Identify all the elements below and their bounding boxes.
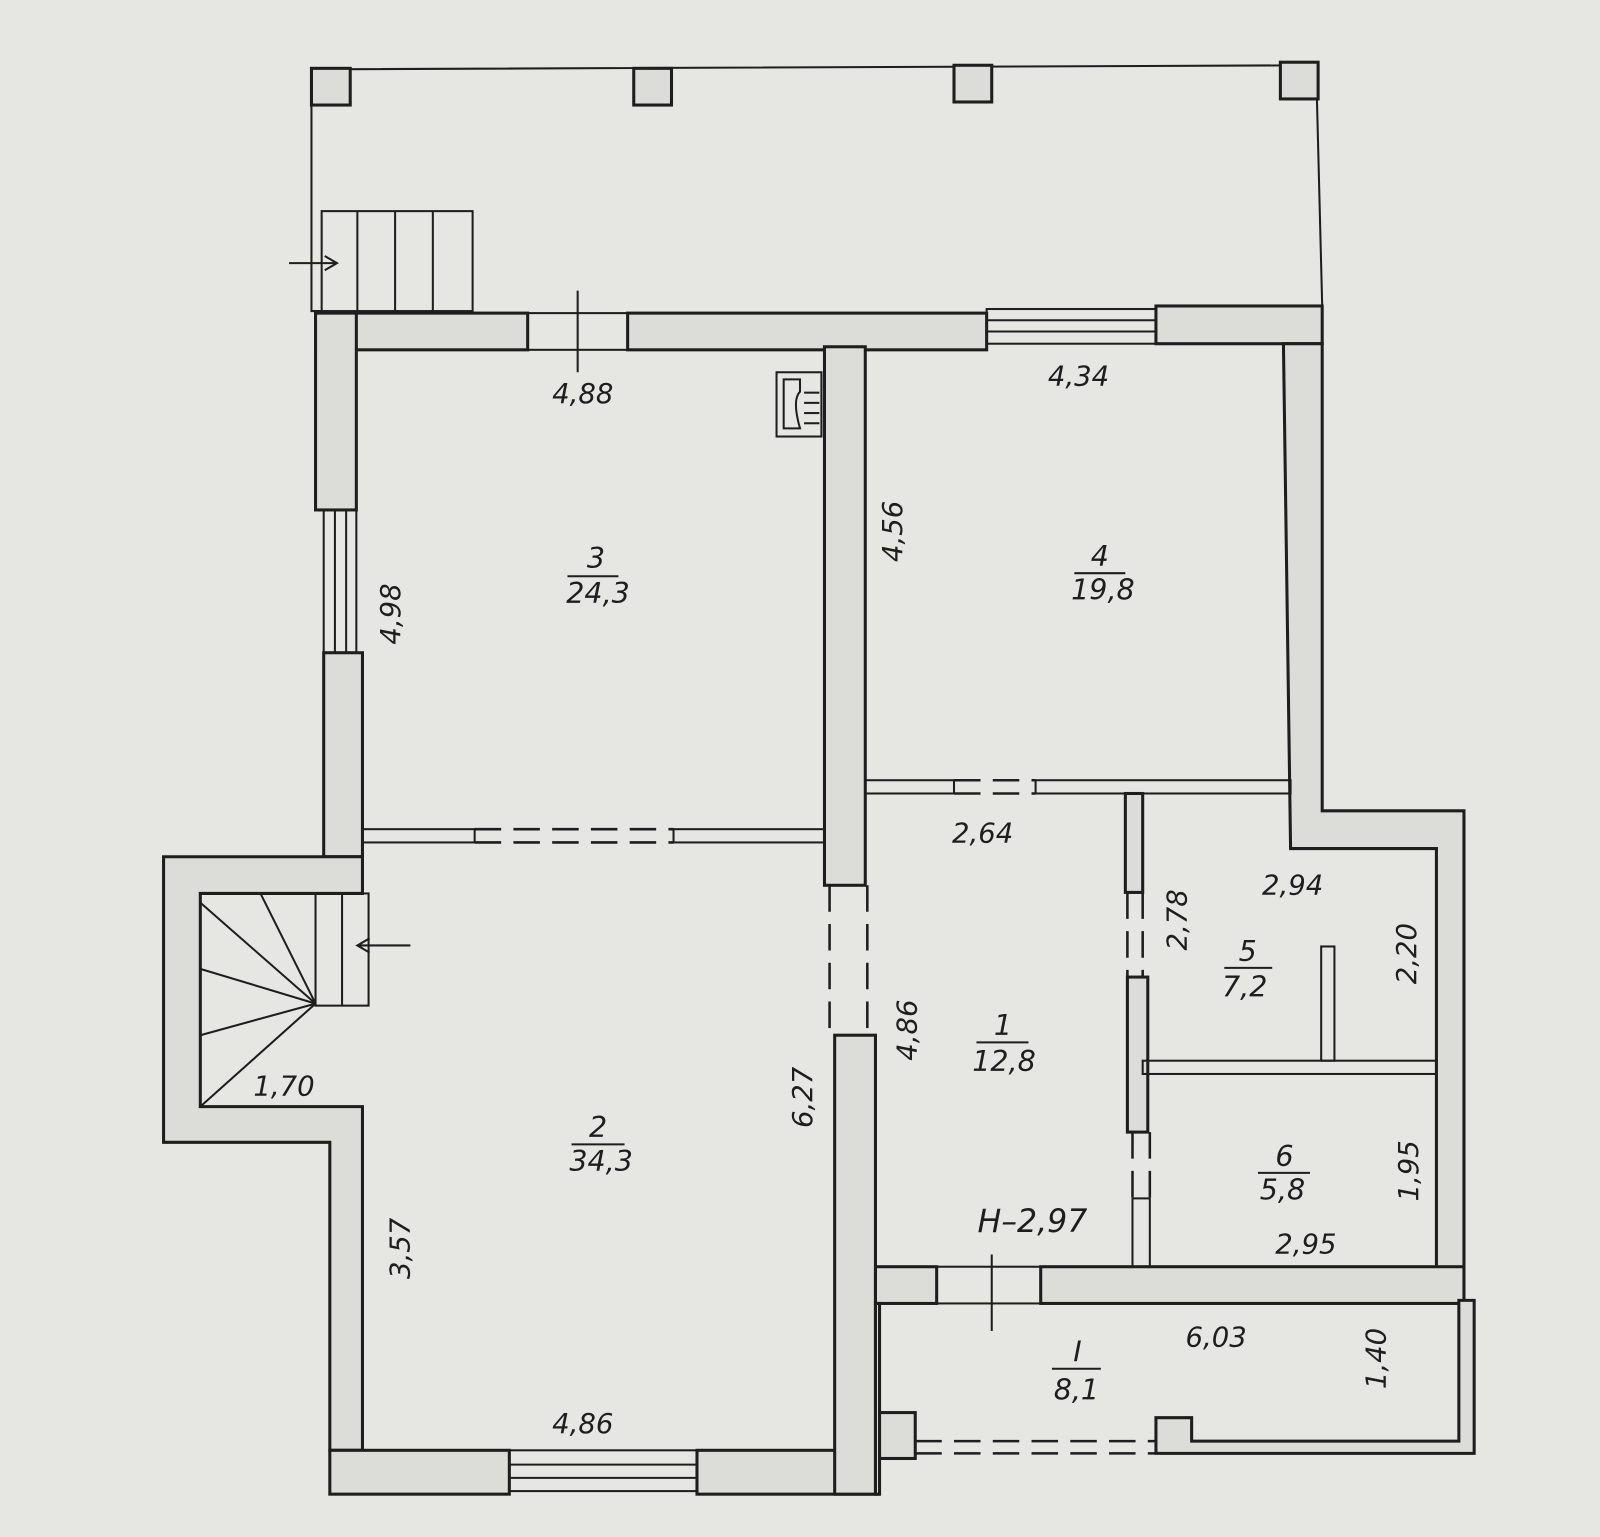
dim-roomI-height: 1,40 bbox=[1360, 1328, 1392, 1389]
window bbox=[985, 308, 1157, 345]
dim-room4-height: 4,56 bbox=[877, 501, 909, 562]
dim-room2-height-right: 6,27 bbox=[787, 1066, 819, 1128]
window bbox=[322, 508, 358, 654]
dim-room4-width: 4,34 bbox=[1048, 361, 1109, 393]
terrace-post bbox=[952, 63, 994, 104]
svg-text:34,3: 34,3 bbox=[569, 1144, 633, 1178]
svg-text:3: 3 bbox=[587, 541, 605, 575]
dim-room5-height-left: 2,78 bbox=[1162, 889, 1194, 950]
room-label-4: 419,8 bbox=[1071, 539, 1135, 607]
terrace-post bbox=[632, 66, 674, 107]
staircase bbox=[199, 892, 411, 1108]
dim-room6-width: 2,95 bbox=[1275, 1228, 1336, 1260]
windows bbox=[322, 290, 1157, 1493]
room-label-3: 324,3 bbox=[566, 541, 630, 610]
room-label-I: I8,1 bbox=[1051, 1335, 1101, 1406]
room-label-1: 112,8 bbox=[972, 1008, 1036, 1078]
svg-text:6: 6 bbox=[1275, 1139, 1293, 1173]
svg-text:5,8: 5,8 bbox=[1260, 1172, 1305, 1206]
svg-text:1: 1 bbox=[994, 1008, 1012, 1042]
dim-room3-width: 4,88 bbox=[552, 378, 613, 410]
dim-room6-height: 1,95 bbox=[1393, 1140, 1425, 1201]
dim-room2-height-left: 3,57 bbox=[384, 1217, 416, 1279]
room-label-6: 65,8 bbox=[1257, 1139, 1310, 1206]
door-opening bbox=[935, 1254, 1042, 1331]
door-opening bbox=[526, 290, 629, 373]
svg-text:I: I bbox=[1073, 1335, 1081, 1369]
dim-room5-width: 2,94 bbox=[1262, 869, 1323, 901]
svg-text:24,3: 24,3 bbox=[566, 576, 630, 610]
svg-text:12,8: 12,8 bbox=[972, 1044, 1036, 1078]
dim-room1-height: 4,86 bbox=[891, 999, 923, 1060]
svg-text:4: 4 bbox=[1091, 539, 1109, 573]
ceiling-height: H–2,97 bbox=[977, 1204, 1087, 1240]
terrace-post bbox=[309, 66, 352, 107]
terrace-post bbox=[1278, 60, 1320, 101]
partitions bbox=[361, 778, 1438, 1455]
svg-text:7,2: 7,2 bbox=[1222, 969, 1267, 1003]
dim-room1-width: 2,64 bbox=[952, 817, 1013, 849]
stove-icon bbox=[775, 371, 823, 438]
window bbox=[508, 1449, 699, 1493]
walls bbox=[162, 304, 1476, 1496]
dim-stair-width: 1,70 bbox=[253, 1070, 314, 1102]
entrance-steps bbox=[320, 210, 474, 313]
dim-room2-width: 4,86 bbox=[552, 1408, 613, 1440]
terrace bbox=[289, 60, 1324, 313]
stair-arrow-icon bbox=[355, 937, 411, 954]
dim-room5-height-right: 2,20 bbox=[1391, 923, 1423, 984]
dim-roomI-width: 6,03 bbox=[1186, 1321, 1247, 1353]
room-label-2: 234,3 bbox=[569, 1110, 633, 1178]
svg-text:19,8: 19,8 bbox=[1071, 573, 1135, 607]
entrance-arrow-icon bbox=[289, 255, 339, 272]
svg-text:8,1: 8,1 bbox=[1054, 1372, 1099, 1406]
room-label-5: 57,2 bbox=[1222, 934, 1273, 1003]
dim-room3-height: 4,98 bbox=[375, 583, 407, 644]
svg-text:5: 5 bbox=[1239, 934, 1257, 968]
svg-text:2: 2 bbox=[589, 1110, 607, 1144]
